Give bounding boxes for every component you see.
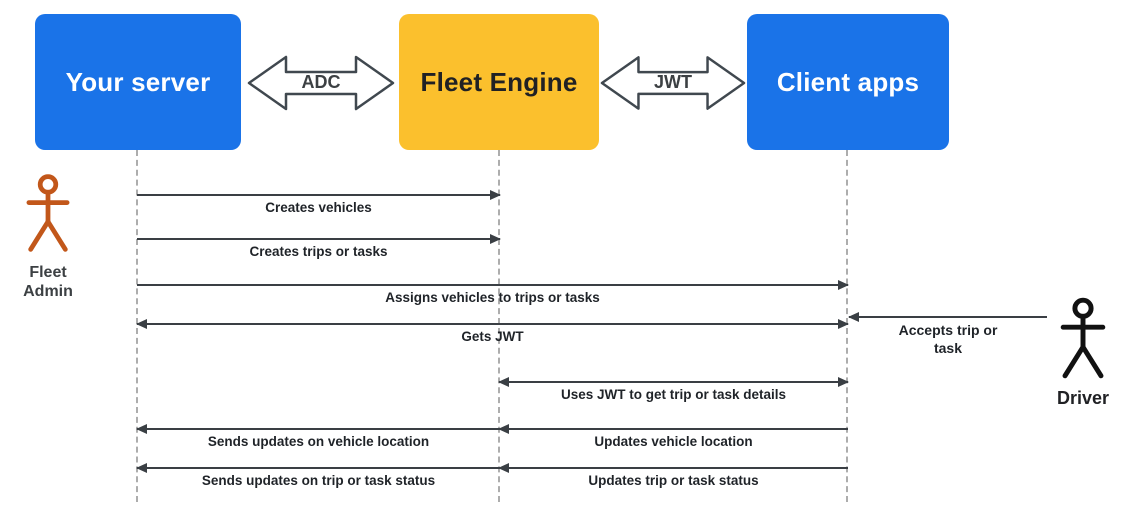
arrow-left-icon <box>848 312 1047 322</box>
message-sends-trip-status-label: Sends updates on trip or task status <box>201 473 436 488</box>
message-sends-vehicle-location: Sends updates on vehicle location <box>136 424 500 449</box>
arrow-left-icon <box>136 424 500 434</box>
double-arrow-icon <box>600 56 746 110</box>
message-assigns-vehicles: Assigns vehicles to trips or tasks <box>137 280 849 305</box>
message-accepts-trip-label: Accepts trip or task <box>898 322 998 356</box>
arrow-left-icon <box>136 463 500 473</box>
lifeline-fleet-engine <box>498 150 500 502</box>
node-fleet-engine-label: Fleet Engine <box>420 66 578 97</box>
message-creates-vehicles-label: Creates vehicles <box>265 200 372 215</box>
driver-label: Driver <box>1056 388 1110 408</box>
arrow-left-icon <box>498 463 848 473</box>
message-creates-trips: Creates trips or tasks <box>137 234 501 259</box>
message-updates-trip-status-label: Updates trip or task status <box>588 473 759 488</box>
arrow-both-icon <box>498 377 849 387</box>
arrow-right-icon <box>137 234 501 244</box>
message-updates-vehicle-location-label: Updates vehicle location <box>594 434 753 449</box>
arrow-both-icon <box>136 319 849 329</box>
message-sends-vehicle-location-label: Sends updates on vehicle location <box>207 434 430 449</box>
person-icon <box>26 174 70 252</box>
arrow-right-icon <box>137 190 501 200</box>
double-arrow-icon <box>247 55 395 111</box>
fleet-admin-actor <box>22 171 74 255</box>
message-sends-trip-status: Sends updates on trip or task status <box>136 463 500 488</box>
jwt-double-arrow: JWT <box>599 51 747 115</box>
message-updates-trip-status: Updates trip or task status <box>498 463 848 488</box>
driver-actor <box>1056 291 1110 385</box>
message-assigns-vehicles-label: Assigns vehicles to trips or tasks <box>385 290 600 305</box>
adc-double-arrow: ADC <box>246 51 396 115</box>
message-gets-jwt-label: Gets JWT <box>461 329 524 344</box>
message-creates-vehicles: Creates vehicles <box>137 190 501 215</box>
node-your-server-label: Your server <box>65 66 211 97</box>
node-client-apps-label: Client apps <box>776 66 920 97</box>
adc-label: ADC <box>301 72 341 93</box>
arrow-left-icon <box>498 424 848 434</box>
arrow-right-icon <box>137 280 849 290</box>
message-accepts-trip: Accepts trip or task <box>848 312 1047 357</box>
message-updates-vehicle-location: Updates vehicle location <box>498 424 848 449</box>
node-client-apps: Client apps <box>747 14 949 150</box>
message-creates-trips-label: Creates trips or tasks <box>249 244 388 259</box>
fleet-admin-label: Fleet Admin <box>23 264 73 301</box>
person-icon <box>1060 297 1106 379</box>
node-your-server: Your server <box>35 14 241 150</box>
message-uses-jwt: Uses JWT to get trip or task details <box>498 377 849 402</box>
message-gets-jwt: Gets JWT <box>136 319 849 344</box>
message-uses-jwt-label: Uses JWT to get trip or task details <box>560 387 787 402</box>
jwt-label: JWT <box>654 72 692 93</box>
node-fleet-engine: Fleet Engine <box>399 14 599 150</box>
